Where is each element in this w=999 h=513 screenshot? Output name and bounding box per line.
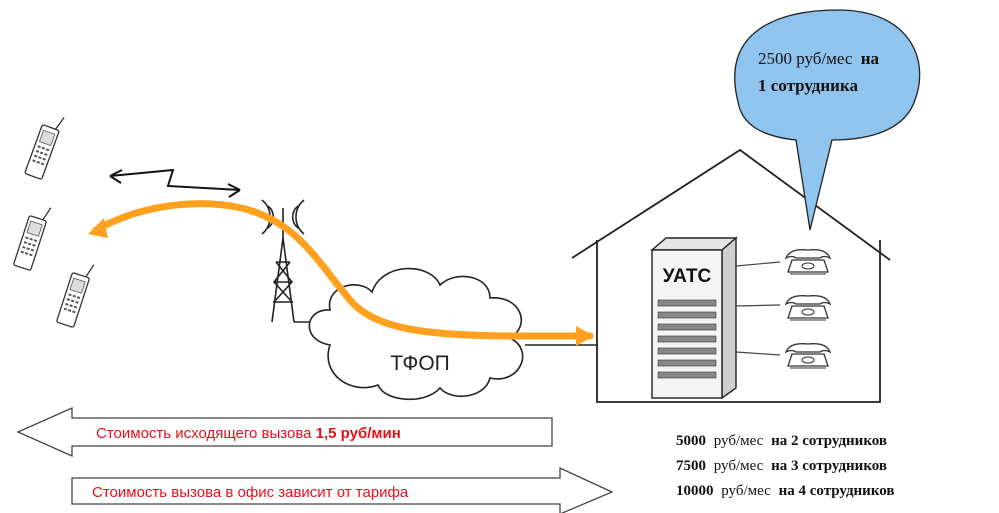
desk-phone-icon xyxy=(785,343,831,369)
bubble-text-line-2: 1 сотрудника xyxy=(758,76,859,95)
price-amount: 5000 xyxy=(676,433,706,449)
price-rest: на 4 сотрудников xyxy=(779,483,895,499)
price-rest: на 2 сотрудников xyxy=(771,433,887,449)
office-cost-arrow xyxy=(71,466,614,513)
pstn-label: ТФОП xyxy=(390,352,450,375)
office-cost-text: Стоимость вызова в офис зависит от тариф… xyxy=(92,484,409,501)
mobile-phone-icon xyxy=(55,258,95,329)
call-path xyxy=(88,200,594,346)
price-row: 10000 руб/мес на 4 сотрудников xyxy=(676,483,895,499)
cloud-icon xyxy=(308,267,524,401)
desk-phone-icon xyxy=(785,295,831,321)
price-row: 7500 руб/мес на 3 сотрудников xyxy=(676,458,887,474)
price-unit: руб/мес xyxy=(721,483,771,499)
bubble-on: на xyxy=(861,49,880,68)
speech-bubble-icon xyxy=(734,9,921,231)
pbx-label: УАТС xyxy=(663,266,712,287)
price-unit: руб/мес xyxy=(714,433,764,449)
outgoing-cost-label: Стоимость исходящего вызова xyxy=(96,425,316,442)
mobile-phone-icon xyxy=(12,201,52,272)
outgoing-cost-arrow xyxy=(16,406,553,458)
price-unit: руб/мес xyxy=(714,458,764,474)
desk-phone-icon xyxy=(785,249,831,275)
price-list: 5000 руб/мес на 2 сотрудников 7500 руб/м… xyxy=(676,433,895,499)
outgoing-cost-value: 1,5 руб/мин xyxy=(316,425,401,442)
outgoing-cost-text: Стоимость исходящего вызова 1,5 руб/мин xyxy=(96,425,401,442)
price-amount: 7500 xyxy=(676,458,706,474)
house-icon xyxy=(571,148,891,403)
price-rest: на 3 сотрудников xyxy=(771,458,887,474)
bubble-text-line-1: 2500 руб/мес на xyxy=(758,49,879,68)
mobile-phone-icon xyxy=(24,110,65,181)
pbx-server-icon xyxy=(650,236,738,400)
lightning-icon xyxy=(109,168,241,198)
price-row: 5000 руб/мес на 2 сотрудников xyxy=(676,433,887,449)
price-amount: 10000 xyxy=(676,483,714,499)
bubble-price: 2500 руб/мес xyxy=(758,49,853,68)
